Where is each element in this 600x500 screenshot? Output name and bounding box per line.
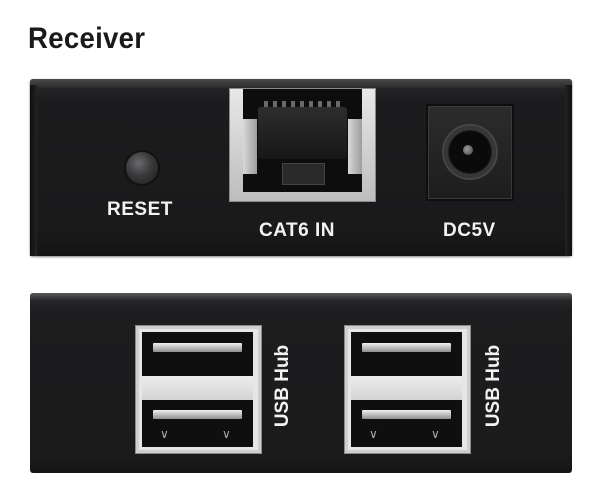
usb-hub-label: USB Hub bbox=[483, 344, 504, 428]
panel-top-edge bbox=[30, 293, 572, 300]
panel-top-edge bbox=[30, 79, 572, 88]
dc-jack-pin bbox=[463, 145, 473, 155]
usb-port-stack-2: ∨ ∨ bbox=[344, 325, 471, 454]
reset-label: RESET bbox=[107, 199, 173, 220]
usb-spring-icon: ∨ bbox=[369, 427, 378, 441]
panel-side-right bbox=[565, 85, 572, 256]
usb-port[interactable] bbox=[142, 332, 253, 376]
usb-port-stack-1: ∨ ∨ bbox=[135, 325, 262, 454]
usb-spring-icon: ∨ bbox=[222, 427, 231, 441]
rj45-port[interactable] bbox=[229, 88, 376, 202]
usb-port[interactable]: ∨ ∨ bbox=[142, 400, 253, 447]
usb-port[interactable] bbox=[351, 332, 462, 376]
usb-divider bbox=[351, 376, 462, 400]
rj45-shield-right bbox=[348, 119, 362, 174]
usb-tongue bbox=[362, 410, 451, 419]
dc5v-label: DC5V bbox=[443, 220, 496, 241]
rj45-shield-left bbox=[243, 119, 257, 174]
receiver-front-panel: RESET CAT6 IN DC5V bbox=[30, 79, 572, 256]
usb-spring-icon: ∨ bbox=[431, 427, 440, 441]
usb-tongue bbox=[153, 343, 242, 352]
usb-tongue bbox=[153, 410, 242, 419]
reset-button[interactable] bbox=[126, 152, 158, 184]
usb-port[interactable]: ∨ ∨ bbox=[351, 400, 462, 447]
panel-side-left bbox=[30, 85, 37, 256]
usb-spring-icon: ∨ bbox=[160, 427, 169, 441]
usb-divider bbox=[142, 376, 253, 400]
cat6-in-label: CAT6 IN bbox=[259, 220, 335, 241]
rj45-pins bbox=[264, 101, 341, 107]
rj45-contact-block bbox=[258, 107, 347, 159]
dc-power-jack[interactable] bbox=[426, 104, 514, 201]
receiver-back-panel: ∨ ∨ USB Hub ∨ ∨ USB Hub bbox=[30, 293, 572, 473]
page-title: Receiver bbox=[28, 22, 146, 55]
rj45-latch-slot bbox=[282, 163, 325, 185]
usb-hub-label: USB Hub bbox=[272, 344, 293, 428]
usb-tongue bbox=[362, 343, 451, 352]
